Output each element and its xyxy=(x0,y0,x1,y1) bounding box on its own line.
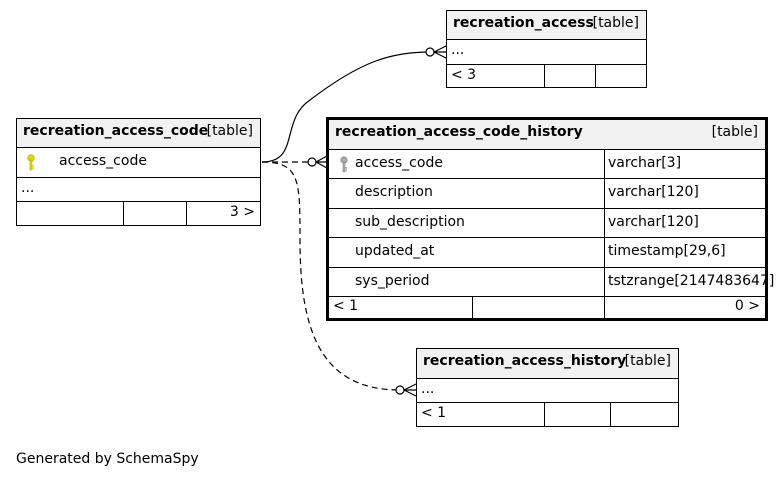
foreign-key-icon xyxy=(340,156,348,173)
footer-cell xyxy=(544,403,610,426)
children-count[interactable]: 0 > xyxy=(734,298,760,314)
column-row: sub_description varchar[120] xyxy=(329,209,765,238)
table-recreation-access-code-history[interactable]: recreation_access_code_history [table] a… xyxy=(326,117,774,321)
ellipsis: ... xyxy=(21,180,35,196)
table-header: recreation_access_code [table] xyxy=(17,119,260,148)
column-name[interactable]: sys_period xyxy=(355,273,430,289)
table-footer: < 3 xyxy=(447,65,646,87)
table-columns-ellipsis: ... xyxy=(447,40,646,65)
column-row: access_code varchar[3] xyxy=(329,150,765,179)
table-footer: < 1 xyxy=(417,403,678,426)
children-cell: 3 > xyxy=(186,202,260,225)
parents-count[interactable]: < 3 xyxy=(451,67,477,83)
column-type: varchar[3] xyxy=(608,155,682,171)
column-type-cell: varchar[120] xyxy=(604,209,765,237)
column-type: tstzrange[2147483647] xyxy=(608,273,775,289)
edge-optional-marker xyxy=(395,385,405,395)
table-type: [table] xyxy=(592,15,639,31)
edge-access-code-to-access-history xyxy=(261,161,401,391)
footer-cell xyxy=(595,65,646,87)
column-name[interactable]: access_code xyxy=(355,155,443,171)
children-count[interactable]: 3 > xyxy=(229,204,255,220)
column-type: varchar[120] xyxy=(608,184,699,200)
table-type: [table] xyxy=(711,124,758,140)
parents-cell: < 1 xyxy=(329,297,472,318)
footer-cell xyxy=(17,202,123,225)
footer-cell xyxy=(544,65,595,87)
footer-cell xyxy=(610,403,678,426)
parents-count[interactable]: < 1 xyxy=(421,405,447,421)
column-type: varchar[120] xyxy=(608,214,699,230)
column-name[interactable]: updated_at xyxy=(355,243,435,259)
generated-by-footer: Generated by SchemaSpy xyxy=(16,451,199,467)
edge-access-code-to-recreation-access xyxy=(261,51,431,163)
table-type: [table] xyxy=(624,353,671,369)
table-columns-ellipsis: ... xyxy=(17,178,260,202)
column-type-cell: timestamp[29,6] xyxy=(604,238,765,267)
parents-cell: < 1 xyxy=(417,403,544,426)
table-recreation-access[interactable]: recreation_access [table] ... < 3 xyxy=(446,10,647,88)
column-type-cell: varchar[3] xyxy=(604,150,765,178)
parents-count[interactable]: < 1 xyxy=(333,298,359,314)
edge-optional-marker xyxy=(307,157,317,167)
key-icon xyxy=(27,154,35,171)
table-header: recreation_access_code_history [table] xyxy=(329,120,765,150)
edge-crowfoot xyxy=(403,383,417,397)
ellipsis: ... xyxy=(421,381,435,397)
column-row: access_code xyxy=(17,148,260,178)
edge-crowfoot xyxy=(315,155,328,169)
table-name[interactable]: recreation_access_code xyxy=(23,123,209,139)
footer-cell xyxy=(472,297,604,318)
column-type: timestamp[29,6] xyxy=(608,243,726,259)
column-row: sys_period tstzrange[2147483647] xyxy=(329,268,774,297)
edge-optional-marker xyxy=(425,47,435,57)
parents-cell: < 3 xyxy=(447,65,544,87)
column-row: description varchar[120] xyxy=(329,179,765,209)
column-type-cell: tstzrange[2147483647] xyxy=(604,268,774,296)
table-columns-ellipsis: ... xyxy=(417,379,678,403)
edge-crowfoot xyxy=(433,45,447,59)
column-name[interactable]: description xyxy=(355,184,433,200)
table-recreation-access-history[interactable]: recreation_access_history [table] ... < … xyxy=(416,348,679,427)
ellipsis: ... xyxy=(451,42,465,58)
table-name[interactable]: recreation_access_code_history xyxy=(335,124,583,140)
table-header: recreation_access_history [table] xyxy=(417,349,678,379)
table-header: recreation_access [table] xyxy=(447,11,646,40)
footer-cell xyxy=(123,202,186,225)
children-cell: 0 > xyxy=(604,297,765,318)
column-name[interactable]: access_code xyxy=(59,153,147,169)
column-name[interactable]: sub_description xyxy=(355,214,465,230)
table-name[interactable]: recreation_access xyxy=(453,15,594,31)
column-type-cell: varchar[120] xyxy=(604,179,765,208)
table-type: [table] xyxy=(206,123,253,139)
column-row: updated_at timestamp[29,6] xyxy=(329,238,765,268)
table-name[interactable]: recreation_access_history xyxy=(423,353,627,369)
table-footer: 3 > xyxy=(17,202,260,225)
table-footer: < 1 0 > xyxy=(329,297,765,318)
table-recreation-access-code[interactable]: recreation_access_code [table] access_co… xyxy=(16,118,261,226)
